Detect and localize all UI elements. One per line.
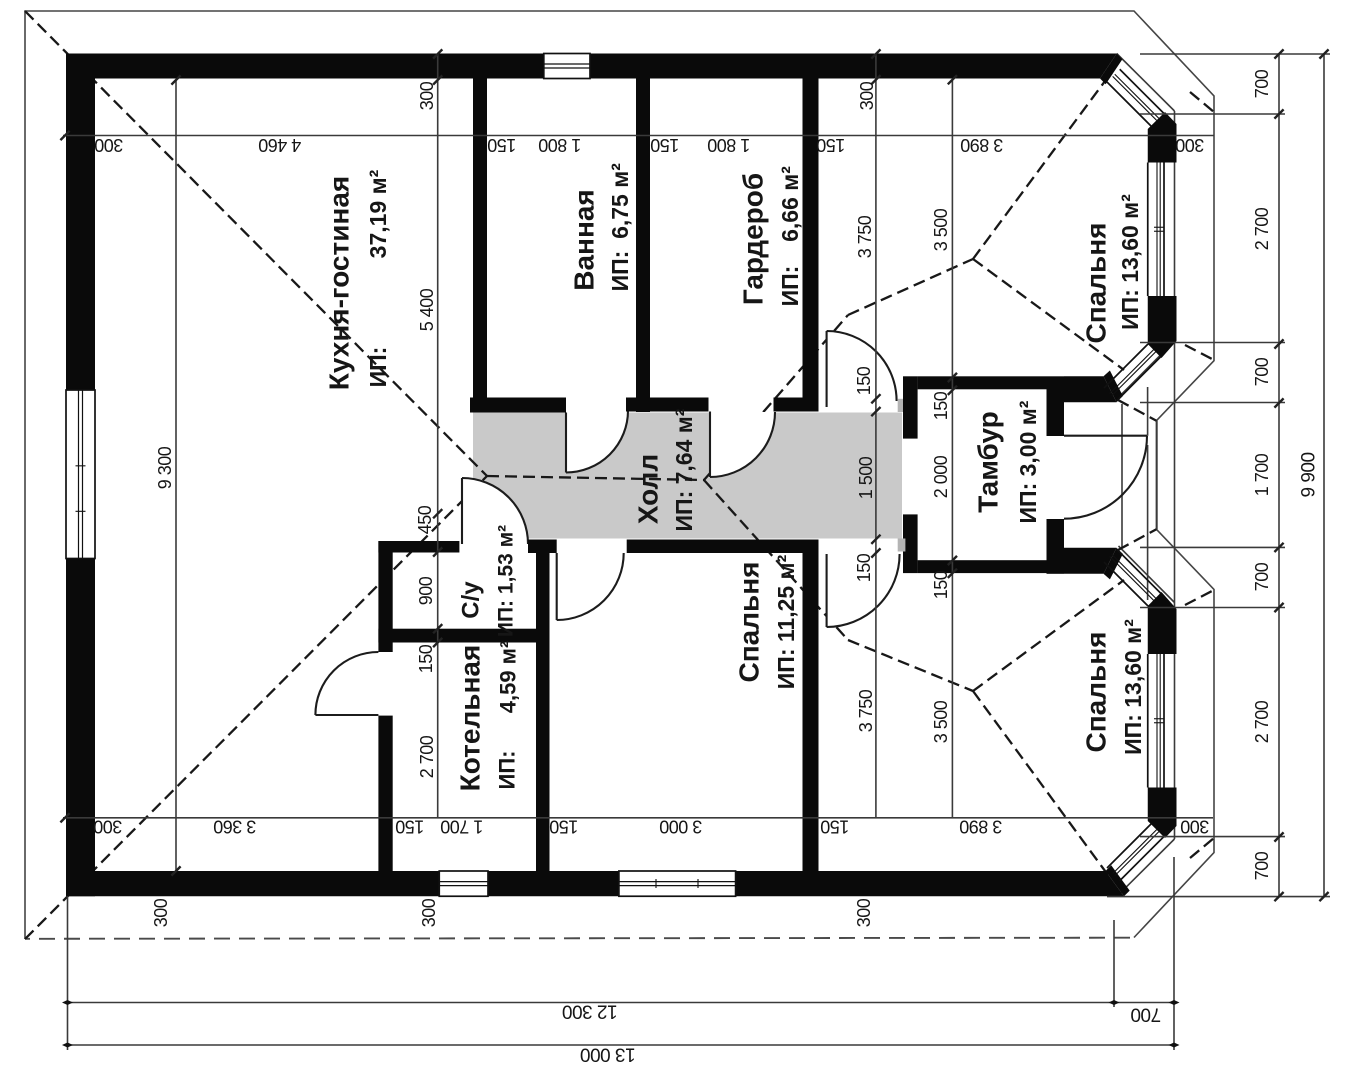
- svg-text:ИП: 13,60 м²: ИП: 13,60 м²: [1120, 619, 1146, 755]
- svg-text:ИП:: ИП:: [495, 751, 520, 790]
- svg-text:150: 150: [395, 817, 424, 837]
- svg-text:Котельная: Котельная: [455, 645, 486, 792]
- svg-text:2 700: 2 700: [1252, 700, 1272, 743]
- svg-text:300: 300: [419, 898, 439, 927]
- svg-text:300: 300: [1175, 135, 1204, 155]
- svg-text:6,66 м²: 6,66 м²: [777, 166, 803, 242]
- svg-text:3 500: 3 500: [931, 700, 951, 743]
- svg-text:900: 900: [416, 576, 436, 605]
- svg-text:700: 700: [1252, 357, 1272, 386]
- svg-text:Гардероб: Гардероб: [738, 173, 769, 305]
- svg-text:12 300: 12 300: [562, 1001, 617, 1022]
- svg-text:ИП:: ИП:: [607, 251, 633, 292]
- svg-text:150: 150: [549, 817, 578, 837]
- svg-text:300: 300: [417, 81, 437, 110]
- svg-text:С/у: С/у: [458, 581, 485, 619]
- svg-text:1 800: 1 800: [538, 135, 581, 155]
- svg-text:150: 150: [931, 570, 951, 599]
- svg-text:ИП: 3,00 м²: ИП: 3,00 м²: [1015, 400, 1041, 523]
- svg-text:150: 150: [854, 366, 874, 395]
- svg-text:300: 300: [1180, 817, 1209, 837]
- svg-text:700: 700: [1252, 69, 1272, 98]
- svg-text:1 700: 1 700: [440, 817, 483, 837]
- svg-text:300: 300: [94, 135, 123, 155]
- svg-text:3 360: 3 360: [213, 817, 256, 837]
- svg-text:13 000: 13 000: [580, 1044, 635, 1065]
- svg-text:150: 150: [650, 135, 679, 155]
- svg-text:ИП: 13,60 м²: ИП: 13,60 м²: [1117, 194, 1143, 330]
- svg-text:3 890: 3 890: [959, 817, 1002, 837]
- svg-text:700: 700: [1131, 1004, 1161, 1025]
- svg-text:37,19 м²: 37,19 м²: [365, 169, 391, 258]
- svg-text:6,75 м²: 6,75 м²: [607, 163, 633, 239]
- svg-text:150: 150: [416, 644, 436, 673]
- svg-text:Спальня: Спальня: [734, 562, 765, 683]
- svg-text:ИП: 1,53 м²: ИП: 1,53 м²: [495, 525, 518, 637]
- svg-text:1 500: 1 500: [856, 456, 876, 499]
- svg-text:3 750: 3 750: [855, 215, 875, 258]
- svg-text:700: 700: [1252, 562, 1272, 591]
- svg-text:150: 150: [931, 391, 951, 420]
- svg-text:Тамбур: Тамбур: [973, 411, 1004, 513]
- svg-text:3 500: 3 500: [931, 208, 951, 251]
- svg-text:ИП: 11,25 м²: ИП: 11,25 м²: [773, 554, 799, 689]
- svg-text:450: 450: [415, 505, 435, 534]
- svg-text:5 400: 5 400: [417, 288, 437, 331]
- svg-text:9 900: 9 900: [1299, 452, 1320, 497]
- svg-text:300: 300: [151, 898, 171, 927]
- svg-text:150: 150: [854, 553, 874, 582]
- svg-text:150: 150: [487, 135, 516, 155]
- svg-text:150: 150: [820, 817, 849, 837]
- svg-text:2 700: 2 700: [1252, 207, 1272, 250]
- svg-text:1 800: 1 800: [707, 135, 750, 155]
- svg-text:ИП:: ИП:: [365, 347, 391, 388]
- svg-text:300: 300: [93, 817, 122, 837]
- svg-text:4 460: 4 460: [258, 135, 301, 155]
- svg-text:ИП:: ИП:: [777, 266, 803, 307]
- svg-text:Спальня: Спальня: [1081, 632, 1112, 753]
- svg-text:700: 700: [1252, 851, 1272, 880]
- svg-text:2 700: 2 700: [417, 735, 437, 778]
- svg-text:ИП: 7,64 м²: ИП: 7,64 м²: [671, 408, 697, 531]
- svg-text:Холл: Холл: [633, 454, 664, 524]
- svg-text:Кухня-гостиная: Кухня-гостиная: [324, 176, 355, 391]
- svg-text:150: 150: [816, 135, 845, 155]
- svg-text:3 000: 3 000: [659, 817, 702, 837]
- svg-text:2 000: 2 000: [931, 455, 951, 498]
- svg-text:4,59 м²: 4,59 м²: [496, 641, 521, 714]
- svg-text:1 700: 1 700: [1252, 453, 1272, 496]
- svg-text:9 300: 9 300: [155, 446, 175, 489]
- svg-text:3 890: 3 890: [960, 135, 1003, 155]
- svg-text:Ванная: Ванная: [569, 189, 600, 291]
- svg-text:300: 300: [854, 898, 874, 927]
- svg-text:Спальня: Спальня: [1081, 223, 1112, 344]
- svg-text:300: 300: [857, 81, 877, 110]
- svg-text:3 750: 3 750: [856, 689, 876, 732]
